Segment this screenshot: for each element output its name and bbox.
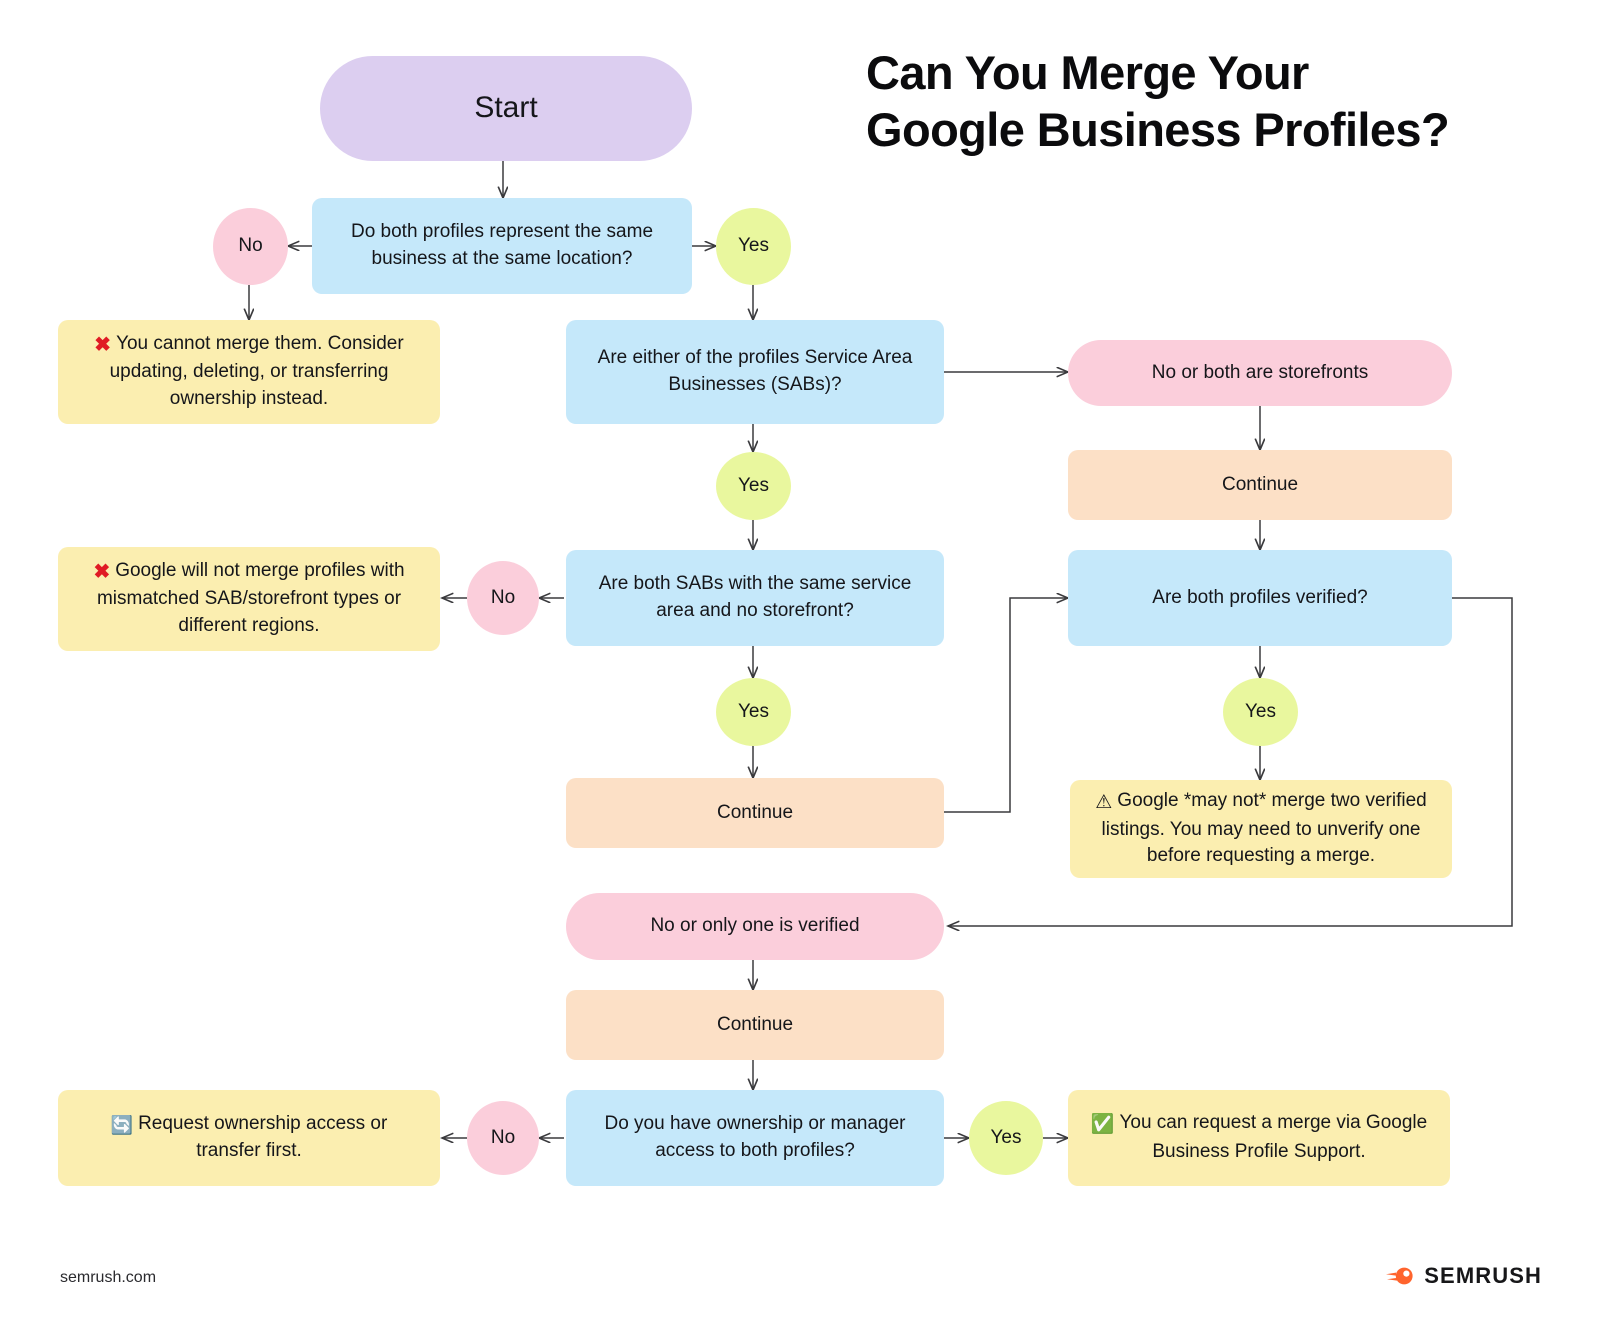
node-continue-right[interactable]: Continue [1068,450,1452,520]
note-request-ownership: 🔄Request ownership access or transfer fi… [58,1090,440,1186]
node-continue-bottom[interactable]: Continue [566,990,944,1060]
node-question-sab-same-area-label: Are both SABs with the same service area… [598,573,912,621]
branch-yes-sab[interactable]: Yes [716,452,791,520]
note-mismatched-types-label: Google will not merge profiles with mism… [96,559,405,637]
node-question-verified-label: Are both profiles verified? [1152,586,1368,608]
node-continue-middle[interactable]: Continue [566,778,944,848]
node-start[interactable]: Start [320,56,692,161]
node-one-verified[interactable]: No or only one is verified [566,893,944,960]
title-line-2: Google Business Profiles? [866,103,1450,157]
check-mark-icon: ✅ [1090,1114,1115,1136]
footer-url[interactable]: semrush.com [60,1269,157,1286]
node-question-ownership[interactable]: Do you have ownership or manager access … [566,1090,944,1186]
cross-mark-icon: ✖ [94,333,112,356]
note-cannot-merge-text: ✖You cannot merge them. Consider updatin… [58,331,440,413]
note-merge-success: ✅You can request a merge via Google Busi… [1068,1090,1450,1186]
node-question-same-business[interactable]: Do both profiles represent the same busi… [312,198,692,294]
cross-mark-icon: ✖ [93,560,111,583]
note-request-ownership-text: 🔄Request ownership access or transfer fi… [58,1111,440,1166]
note-may-not-merge-verified-text: ⚠Google *may not* merge two verified lis… [1070,788,1452,871]
node-one-verified-label: No or only one is verified [650,915,860,937]
node-question-verified[interactable]: Are both profiles verified? [1068,550,1452,646]
branch-yes-verified-label: Yes [1245,700,1276,722]
node-continue-bottom-label: Continue [716,1013,794,1035]
title-line-1: Can You Merge Your [866,46,1309,99]
branch-no-ownership[interactable]: No [467,1101,539,1175]
cycle-icon: 🔄 [110,1114,134,1135]
note-request-ownership-label: Request ownership access or transfer fir… [138,1112,388,1162]
branch-yes-sab-label: Yes [738,474,769,496]
branch-yes-same-business[interactable]: Yes [716,208,791,285]
page-title: Can You Merge Your Google Business Profi… [866,44,1566,159]
note-mismatched-types: ✖Google will not merge profiles with mis… [58,547,440,651]
branch-yes-verified[interactable]: Yes [1223,678,1298,746]
branch-no-sab-same-area-label: No [490,586,516,608]
branch-no-same-business-label: No [238,235,263,257]
note-cannot-merge-label: You cannot merge them. Consider updating… [109,332,404,410]
warning-icon: ⚠ [1095,791,1113,813]
branch-yes-same-business-label: Yes [738,235,769,257]
node-continue-right-label: Continue [1221,473,1299,495]
node-question-sab[interactable]: Are either of the profiles Service Area … [566,320,944,424]
branch-yes-sab-same-area-label: Yes [738,700,769,722]
note-may-not-merge-verified: ⚠Google *may not* merge two verified lis… [1070,780,1452,878]
node-storefronts-label: No or both are storefronts [1151,361,1369,383]
node-question-sab-label: Are either of the profiles Service Area … [597,347,913,395]
node-continue-middle-label: Continue [716,801,794,823]
branch-yes-ownership[interactable]: Yes [969,1101,1043,1175]
semrush-logo: SEMRUSH [1385,1263,1542,1289]
note-may-not-merge-verified-label: Google *may not* merge two verified list… [1101,789,1427,867]
node-question-ownership-label: Do you have ownership or manager access … [604,1113,906,1161]
semrush-comet-icon [1386,1267,1413,1285]
branch-no-ownership-label: No [490,1126,516,1148]
node-question-sab-same-area[interactable]: Are both SABs with the same service area… [566,550,944,646]
semrush-wordmark: SEMRUSH [1424,1263,1542,1288]
note-merge-success-text: ✅You can request a merge via Google Busi… [1068,1110,1450,1166]
branch-yes-ownership-label: Yes [990,1126,1022,1148]
note-mismatched-types-text: ✖Google will not merge profiles with mis… [58,558,440,640]
node-question-same-business-label: Do both profiles represent the same busi… [350,221,654,269]
note-cannot-merge: ✖You cannot merge them. Consider updatin… [58,320,440,424]
note-merge-success-label: You can request a merge via Google Busin… [1119,1112,1428,1162]
node-start-label: Start [474,91,538,125]
branch-no-same-business[interactable]: No [213,208,288,285]
branch-yes-sab-same-area[interactable]: Yes [716,678,791,746]
node-storefronts[interactable]: No or both are storefronts [1068,340,1452,406]
branch-no-sab-same-area[interactable]: No [467,561,539,635]
